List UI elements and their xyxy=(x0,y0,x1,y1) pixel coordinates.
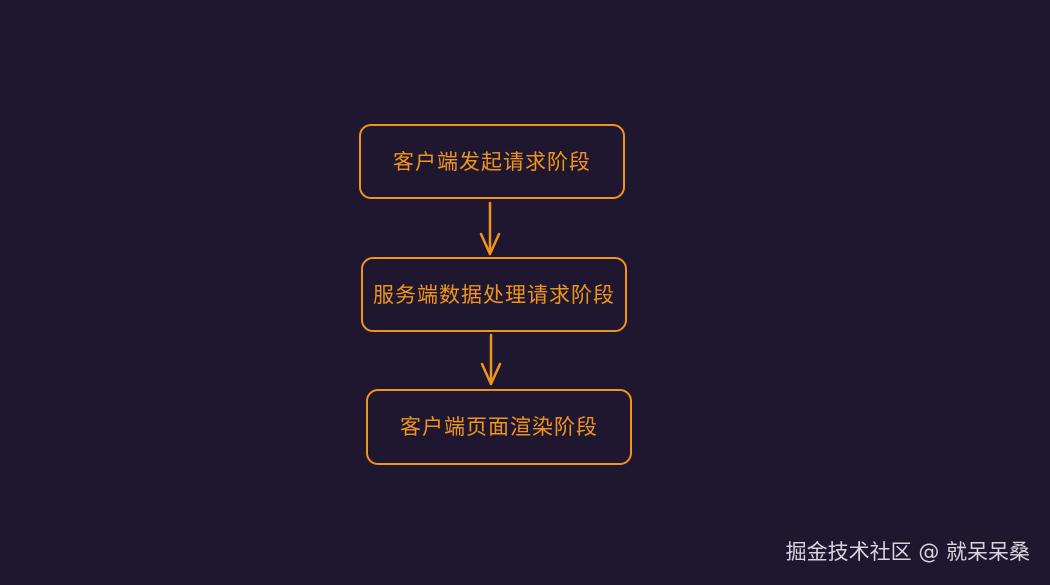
node-server-process: 服务端数据处理请求阶段 xyxy=(361,257,627,332)
node-client-request: 客户端发起请求阶段 xyxy=(359,124,625,199)
node-label: 客户端发起请求阶段 xyxy=(393,149,591,174)
node-label: 客户端页面渲染阶段 xyxy=(400,415,598,439)
watermark: 掘金技术社区 @ 就呆呆桑 xyxy=(785,540,1030,564)
arrow-down-icon xyxy=(479,201,501,256)
arrow-down-icon xyxy=(480,333,502,386)
node-label: 服务端数据处理请求阶段 xyxy=(373,282,615,307)
node-client-render: 客户端页面渲染阶段 xyxy=(366,389,632,465)
